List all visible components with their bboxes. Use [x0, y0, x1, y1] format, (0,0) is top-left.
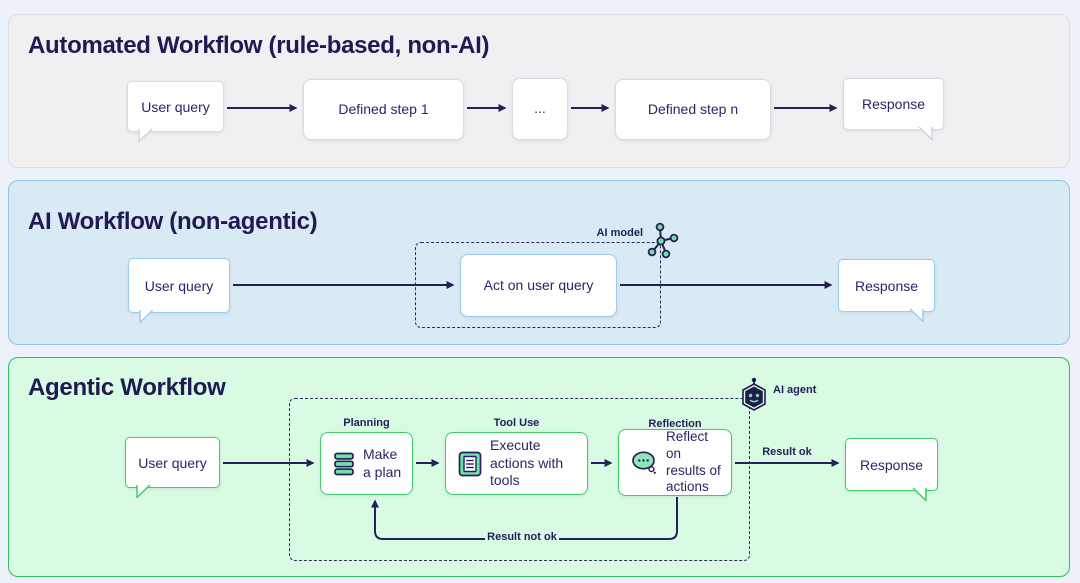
node-execute-actions: Execute actions with tools	[445, 432, 588, 495]
node-label: Defined step 1	[338, 100, 429, 117]
speech-tail-icon	[909, 309, 924, 323]
node-user-query-ai: User query	[128, 258, 230, 324]
speech-tail-icon	[138, 129, 153, 143]
node-user-query-agentic: User query	[125, 437, 220, 499]
node-label: Reflect on results of actions	[666, 428, 721, 495]
node-defined-step-n: Defined step n	[615, 79, 771, 140]
stage-label-planning: Planning	[343, 417, 390, 429]
plan-stack-icon	[334, 452, 354, 475]
node-label: User query	[144, 277, 214, 294]
node-make-a-plan: Make a plan	[320, 432, 413, 495]
node-label: Defined step n	[647, 100, 739, 117]
speech-tail-icon	[139, 310, 154, 324]
ai-agent-dashed-boundary	[289, 398, 750, 561]
node-label: Execute actions with tools	[490, 437, 564, 489]
panel-automated-title: Automated Workflow (rule-based, non-AI)	[28, 32, 490, 59]
node-response-ai: Response	[838, 259, 935, 323]
node-response-automated: Response	[843, 78, 944, 141]
speech-tail-icon	[912, 488, 927, 502]
ai-agent-label: AI agent	[773, 384, 817, 396]
reflection-thought-bubble-icon	[632, 450, 656, 474]
node-response-agentic: Response	[845, 438, 938, 502]
node-defined-step-1: Defined step 1	[303, 79, 464, 140]
panel-ai-title: AI Workflow (non-agentic)	[28, 208, 318, 235]
node-reflect-on-results: Reflect on results of actions	[618, 429, 732, 496]
ai-model-label: AI model	[596, 227, 643, 239]
node-label: Response	[854, 277, 919, 294]
node-label: Response	[859, 456, 924, 473]
node-label: Make a plan	[363, 446, 402, 480]
node-label: Act on user query	[483, 276, 594, 293]
tools-document-icon	[458, 451, 482, 476]
node-label: User query	[141, 98, 210, 115]
edge-label-result-not-ok: Result not ok	[487, 531, 557, 543]
node-label: User query	[138, 454, 207, 471]
node-label: ...	[534, 100, 546, 117]
ai-agent-robot-icon	[742, 377, 766, 411]
stage-label-reflection: Reflection	[648, 418, 702, 430]
speech-tail-icon	[918, 127, 933, 141]
panel-agentic-title: Agentic Workflow	[28, 374, 226, 401]
stage-label-tool-use: Tool Use	[493, 417, 540, 429]
node-act-on-user-query: Act on user query	[460, 254, 617, 317]
ai-model-molecule-icon	[647, 222, 679, 259]
node-user-query-automated: User query	[127, 81, 224, 143]
node-label: Response	[861, 96, 926, 112]
edge-label-result-ok: Result ok	[762, 446, 812, 458]
node-ellipsis: ...	[512, 78, 568, 140]
speech-tail-icon	[136, 485, 151, 499]
